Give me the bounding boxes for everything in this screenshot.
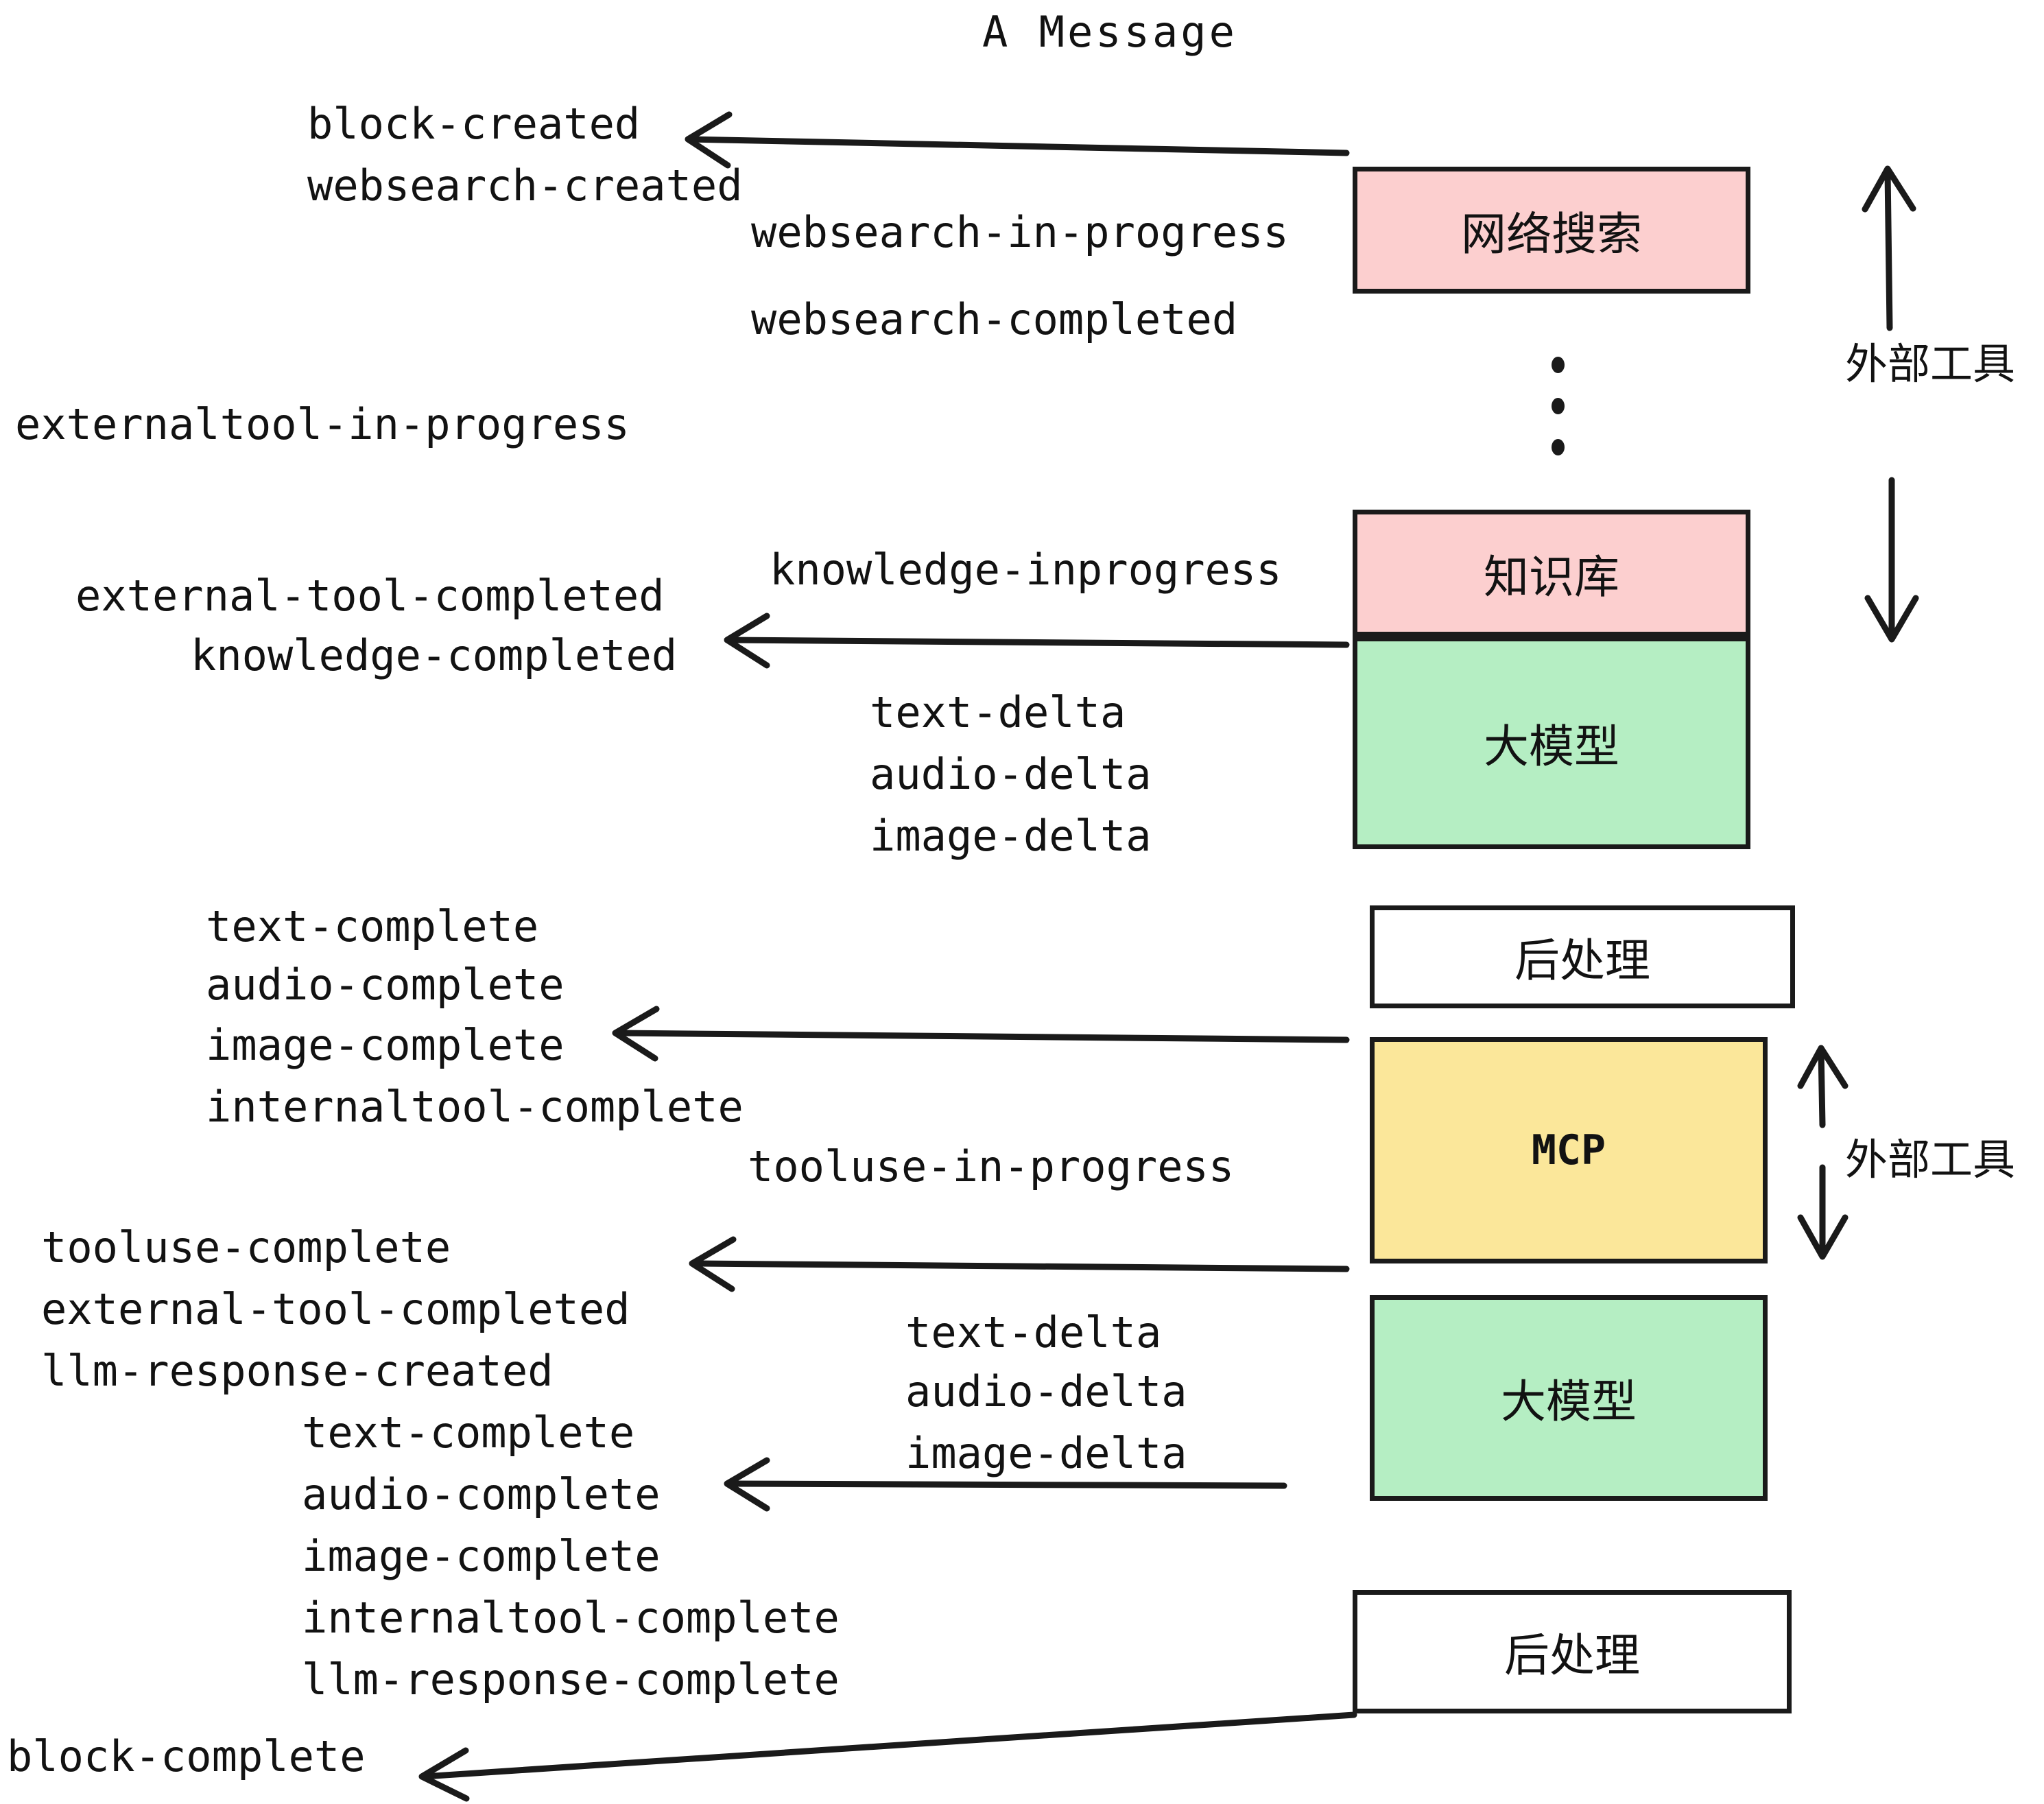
side-label-ext-tools-top: 外部工具 [1845,339,2016,389]
event-label-audio-delta: audio-delta [870,749,1152,799]
event-label-image-delta: image-delta [870,811,1152,861]
arrow-external-tools-up-bottom [1818,1047,1826,1128]
node-postproc-1: 后处理 [1370,905,1795,1008]
node-llm-2: 大模型 [1370,1295,1768,1501]
event-label-image-complete: image-complete [206,1020,565,1070]
event-label-knowledge-completed: knowledge-completed [191,630,678,680]
event-label-internaltool-complete: internaltool-complete [206,1082,744,1132]
arrowhead-block-created [685,111,733,169]
event-label-block-created: block-created [307,99,641,149]
node-label: 网络搜索 [1461,207,1642,261]
arrowhead-knowledge-completed [724,613,770,669]
event-label-image-delta: image-delta [905,1428,1187,1478]
arrowhead-external-tools-down-bottom [1797,1214,1849,1260]
arrowhead-external-tools-down-top [1864,595,1919,643]
event-label-knowledge-inprogress: knowledge-inprogress [770,545,1282,595]
arrowhead-external-tools-up-bottom [1797,1045,1849,1089]
event-label-text-delta: text-delta [905,1307,1162,1357]
node-knowledge: 知识库 [1353,510,1750,637]
event-label-llm-response-complete: llm-response-complete [302,1654,840,1705]
arrow-block-complete [420,1711,1357,1780]
arrowhead-external-tools-up-top [1862,165,1916,213]
event-label-audio-delta: audio-delta [905,1366,1187,1416]
arrow-knowledge-completed [726,637,1350,648]
node-label: 大模型 [1501,1375,1637,1428]
arrow-external-tools-up-top [1884,168,1893,331]
arrow-tooluse-complete [691,1260,1350,1272]
node-postproc-2: 后处理 [1353,1590,1792,1713]
event-label-tooluse-complete: tooluse-complete [41,1222,451,1272]
node-websearch: 网络搜索 [1353,167,1750,294]
event-label-audio-complete: audio-complete [206,960,565,1010]
event-label-llm-response-created: llm-response-created [41,1346,554,1396]
event-label-externaltool-in-progress: externaltool-in-progress [15,399,630,449]
arrowhead-audio-complete [724,1457,770,1512]
event-label-text-complete: text-complete [206,901,539,951]
arrowhead-block-complete [418,1747,470,1802]
event-label-tooluse-in-progress: tooluse-in-progress [748,1141,1235,1191]
ellipsis-dot [1552,398,1565,414]
event-label-websearch-completed: websearch-completed [751,294,1238,344]
node-label: 后处理 [1514,934,1650,987]
node-mcp: MCP [1370,1037,1768,1263]
node-label: MCP [1531,1126,1606,1174]
event-label-websearch-in-progress: websearch-in-progress [751,207,1289,257]
node-label: 大模型 [1484,720,1619,773]
side-label-ext-tools-bottom: 外部工具 [1845,1135,2016,1185]
arrow-audio-complete [726,1480,1287,1489]
event-label-block-complete: block-complete [7,1731,366,1781]
event-label-text-delta: text-delta [870,687,1126,737]
event-label-image-complete: image-complete [302,1531,661,1581]
event-label-external-tool-completed: external-tool-completed [41,1284,630,1334]
event-label-internaltool-complete: internaltool-complete [302,1593,840,1643]
arrowhead-image-complete [612,1006,660,1062]
arrow-block-created [686,136,1350,156]
node-llm-1: 大模型 [1353,637,1750,849]
arrowhead-tooluse-complete [689,1236,737,1292]
event-label-external-tool-completed: external-tool-completed [75,571,665,621]
event-label-text-complete: text-complete [302,1408,635,1458]
event-label-websearch-created: websearch-created [307,161,743,211]
arrow-image-complete [614,1030,1350,1043]
ellipsis-dot [1552,439,1565,455]
diagram-title: A Message [982,7,1237,57]
node-label: 后处理 [1504,1629,1640,1682]
ellipsis-dot [1552,357,1565,373]
node-label: 知识库 [1484,550,1619,604]
event-label-audio-complete: audio-complete [302,1469,661,1519]
